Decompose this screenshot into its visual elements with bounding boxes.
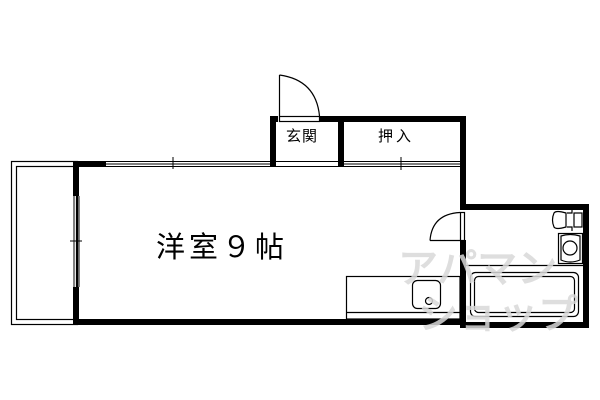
main-room-walls [73, 161, 466, 325]
entrance-door[interactable] [278, 74, 321, 123]
entrance-step [276, 161, 338, 167]
closet-sliding-door[interactable] [344, 157, 460, 170]
entrance-walls [270, 116, 466, 210]
washbasin [557, 232, 584, 265]
bathroom-walls [460, 204, 589, 328]
sink [411, 279, 442, 310]
balcony-window [70, 196, 82, 287]
bathtub [466, 264, 583, 318]
closet-label: 押入 [378, 127, 415, 145]
bath-door[interactable] [429, 211, 466, 242]
main-room-label: 洋室９帖 [156, 230, 289, 264]
toilet [551, 209, 583, 231]
entrance-label: 玄関 [286, 127, 319, 145]
top-window [106, 157, 271, 169]
balcony [10, 160, 79, 326]
kitchen-counter [345, 275, 461, 320]
